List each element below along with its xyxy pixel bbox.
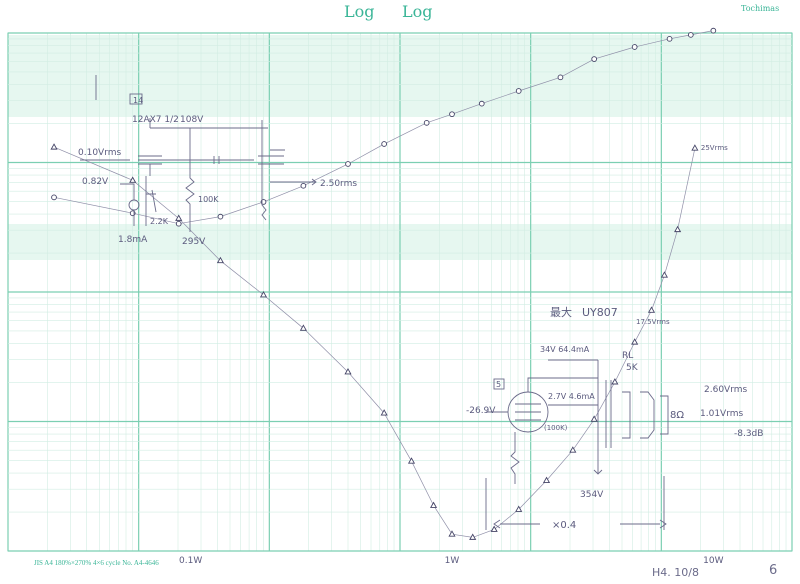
stage2-bias: -26.9V (466, 406, 496, 416)
stage2-tube-number: 5 (496, 380, 501, 389)
data-point-triangle (380, 409, 388, 416)
stage1-cathode-resistor: 2.2K (150, 217, 169, 226)
series-triangle (50, 143, 699, 540)
stage1-tube-label: 12AX7 1/2 (132, 115, 179, 125)
series-line (53, 30, 714, 225)
stage2-grid-resistor: (100K) (544, 424, 568, 432)
data-point-triangle (542, 476, 551, 483)
stage2-output-level-a: 2.60Vrms (704, 385, 748, 395)
schematic-stage2 (485, 359, 669, 530)
chart-series (50, 27, 717, 540)
stage2-output-level-b: 1.01Vrms (700, 409, 744, 419)
data-point-circle (687, 32, 694, 38)
series-circle (51, 27, 717, 227)
data-point-triangle (175, 214, 183, 221)
data-point-triangle (569, 446, 577, 453)
data-point-circle (345, 161, 351, 167)
data-point-triangle (515, 505, 523, 512)
stage1-bottom-voltage: 295V (182, 237, 206, 247)
data-point-triangle (407, 457, 416, 464)
footer-spec: JIS A4 180%×270% 4×6 cycle No. A4-4646 (34, 559, 159, 567)
stage1-input-level: 0.10Vrms (78, 148, 122, 158)
data-point-triangle (660, 271, 669, 278)
data-point-triangle (448, 530, 456, 537)
data-point-triangle (259, 290, 268, 298)
stage2-output-db: -8.3dB (734, 429, 763, 439)
data-point-triangle (611, 378, 619, 385)
x-tick-label: 10W (703, 556, 723, 566)
data-point-circle (710, 27, 717, 34)
data-point-circle (631, 44, 638, 50)
stage1-cathode-current: 1.8mA (118, 235, 148, 245)
header-brand: Tochimas (741, 4, 780, 13)
data-point-triangle (691, 144, 699, 151)
data-point-triangle (344, 368, 352, 375)
stage2-plate-voltage: 354V (580, 490, 604, 500)
data-point-circle (515, 88, 522, 94)
data-point-circle (217, 213, 224, 220)
page-number: 6 (769, 563, 778, 578)
data-point-circle (381, 141, 387, 147)
data-point-triangle (674, 225, 682, 233)
x-tick-label: 0.1W (179, 556, 202, 566)
stage2-speaker: 8Ω (670, 410, 684, 421)
x-tick-label: 1W (445, 556, 460, 566)
data-point-circle (175, 220, 182, 227)
data-point-triangle (631, 338, 639, 345)
schematic-stage1 (80, 75, 317, 232)
data-point-triangle (469, 533, 477, 540)
stage1-plate-resistor: 100K (198, 195, 219, 204)
data-point-circle (51, 194, 57, 201)
data-point-triangle (490, 525, 498, 532)
stage1-b-voltage: 108V (180, 115, 204, 125)
data-point-circle (478, 100, 485, 107)
stage1-grid-bias: 0.82V (82, 177, 109, 187)
data-point-triangle (647, 306, 656, 313)
data-point-circle (591, 56, 598, 62)
stage2-load-label: RL (622, 351, 633, 361)
data-point-circle (423, 119, 430, 126)
header-title-right: Log (402, 2, 433, 21)
data-point-circle (666, 35, 673, 42)
annotation-label: 17.5Vrms (636, 318, 670, 326)
x-tick-labels: 0.1W 1W 10W (179, 556, 724, 566)
data-point-triangle (129, 176, 137, 183)
stage2-prefix-label: 最大 (550, 305, 572, 319)
data-point-circle (557, 74, 564, 81)
stage1-tube-number: 14 (133, 96, 143, 105)
stage2-tube-label: UY807 (582, 306, 618, 319)
stage1-output-level: 2.50rms (320, 179, 357, 189)
data-point-triangle (590, 415, 598, 422)
annotation-label: 25Vrms (701, 144, 728, 152)
grid (7, 32, 793, 552)
stage2-ratio: ×0.4 (552, 520, 576, 531)
data-point-circle (449, 111, 455, 118)
data-point-triangle (299, 324, 307, 331)
stage2-grid-info: 2.7V 4.6mA (548, 392, 595, 401)
data-point-triangle (429, 501, 438, 508)
stage2-screen-info: 34V 64.4mA (540, 345, 590, 354)
footer-date: H4. 10/8 (652, 566, 699, 579)
data-point-triangle (216, 256, 225, 264)
data-point-triangle (50, 143, 58, 150)
stage2-load-value: 5K (626, 363, 639, 373)
header-title-left: Log (344, 2, 375, 21)
data-point-circle (300, 182, 307, 189)
